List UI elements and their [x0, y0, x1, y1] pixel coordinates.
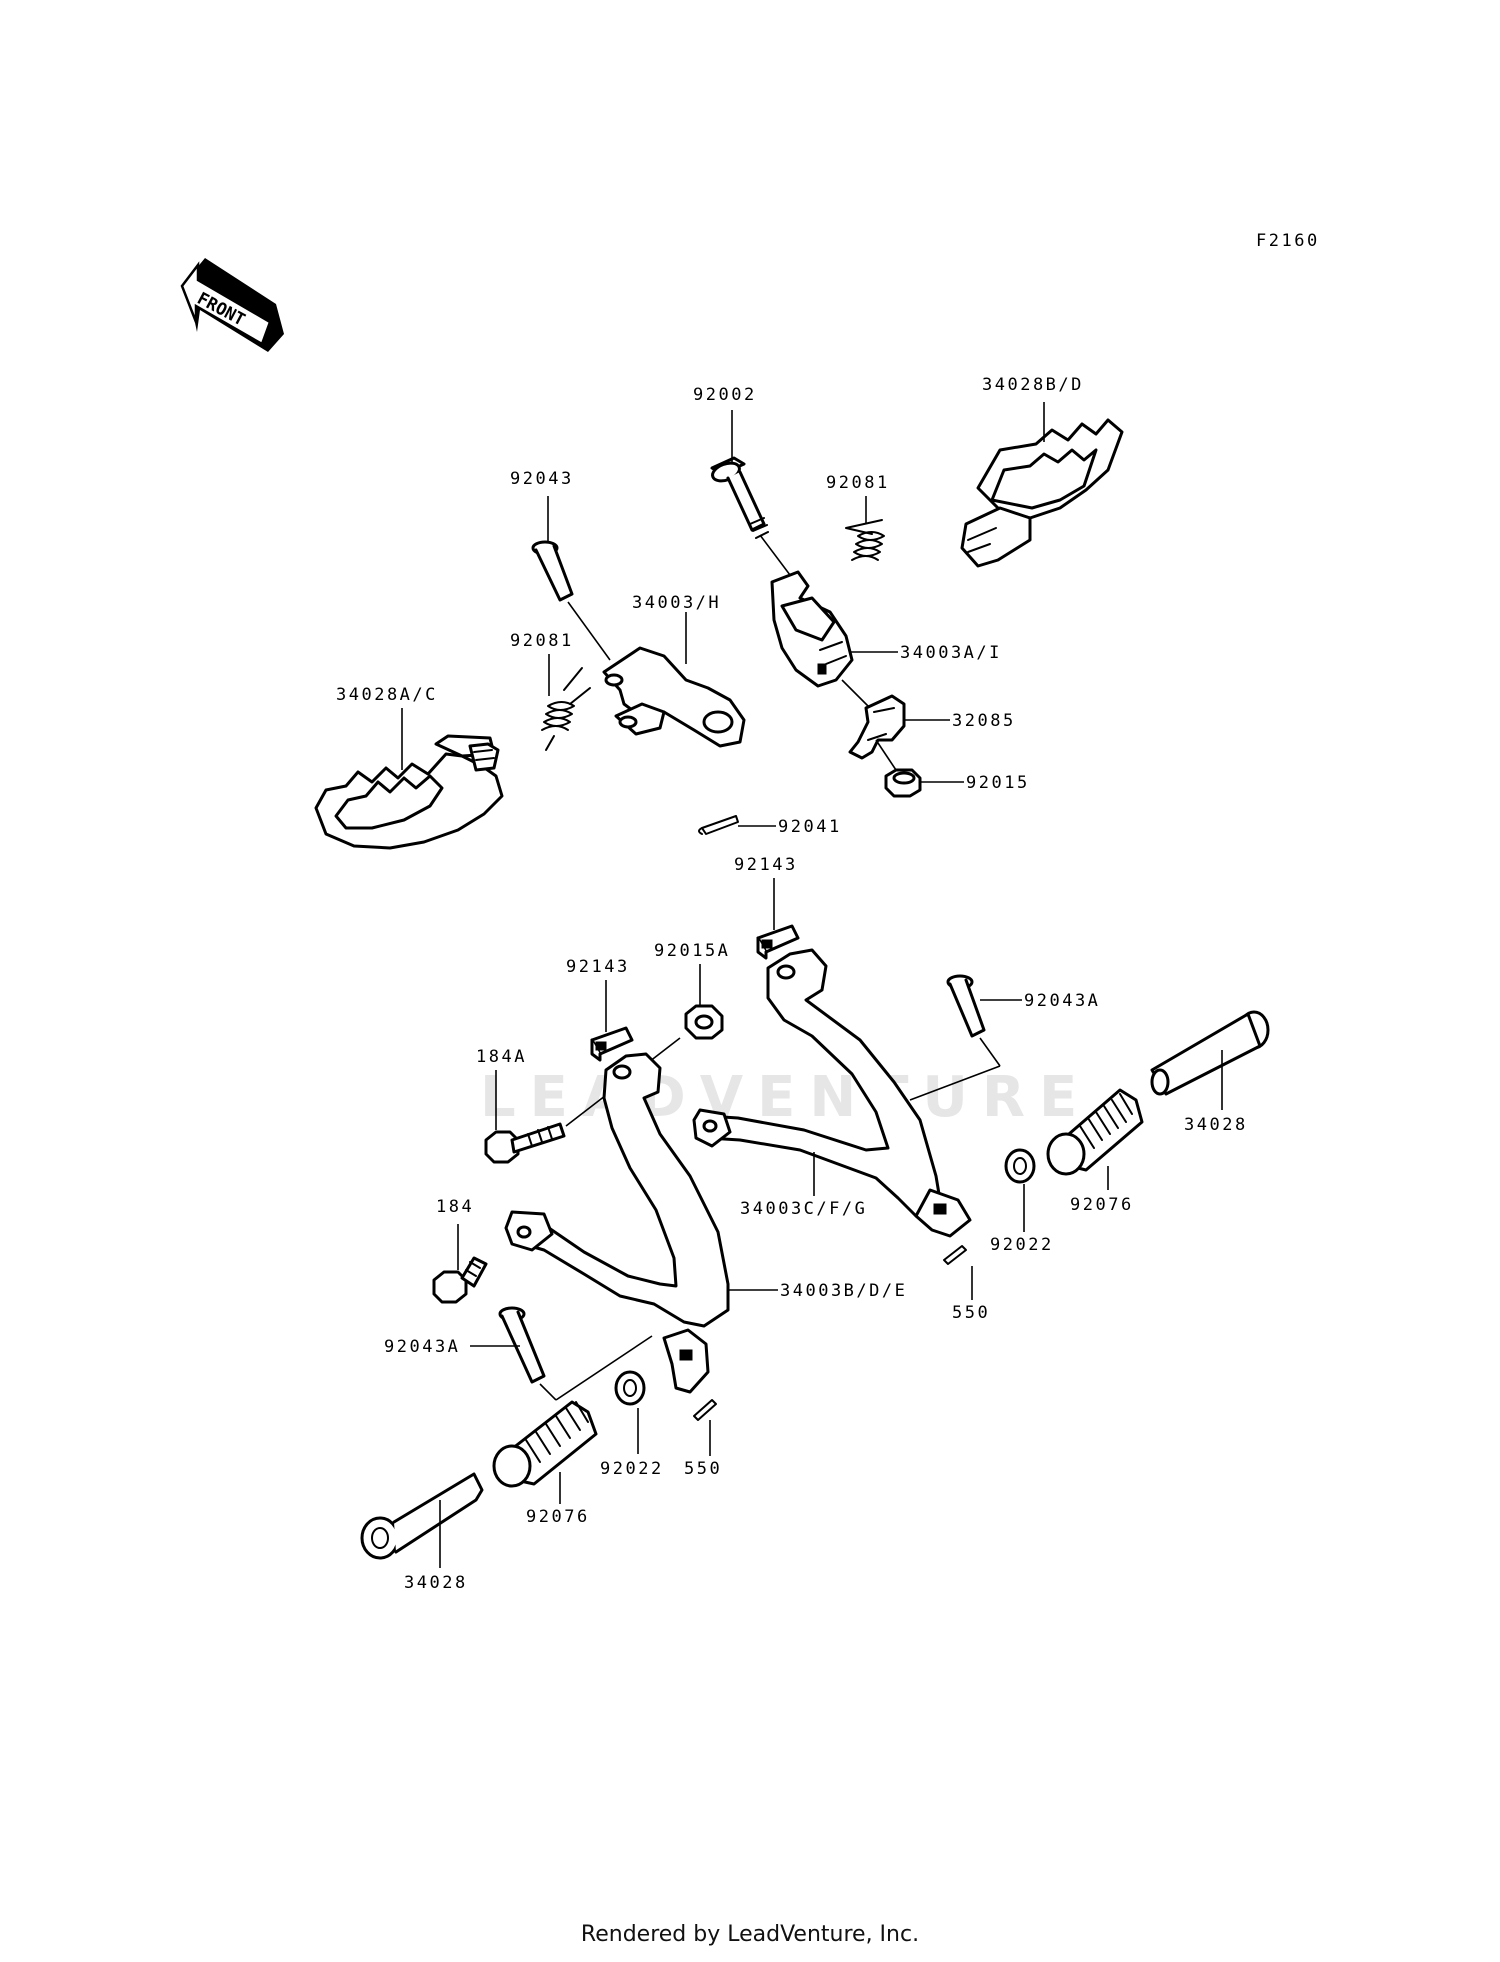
label-92041: 92041 [778, 817, 842, 837]
part-92081-spring-top[interactable] [845, 519, 885, 561]
label-34003BDE: 34003B/D/E [780, 1281, 907, 1301]
part-34003H-bracket[interactable] [602, 646, 746, 748]
part-34003CFG-bracket[interactable] [692, 948, 972, 1238]
part-550-cotter-right[interactable] [943, 1245, 967, 1265]
label-184: 184 [436, 1197, 474, 1217]
part-34003BDE-bracket[interactable] [504, 1052, 730, 1394]
label-184A: 184A [476, 1047, 527, 1067]
part-92076-rubber-left[interactable] [492, 1400, 598, 1488]
label-92143-top: 92143 [734, 855, 798, 875]
label-92002: 92002 [693, 385, 757, 405]
part-550-cotter-left[interactable] [693, 1399, 717, 1421]
label-550-right: 550 [952, 1303, 990, 1323]
label-92022-left: 92022 [600, 1459, 664, 1479]
label-92076-right: 92076 [1070, 1195, 1134, 1215]
label-550-left: 550 [684, 1459, 722, 1479]
part-92081-spring-left[interactable] [541, 667, 591, 751]
label-34003H: 34003/H [632, 593, 721, 613]
part-92022-washer-right[interactable] [1004, 1148, 1036, 1184]
part-32085-bracket[interactable] [848, 694, 906, 760]
label-92043A-right: 92043A [1024, 991, 1100, 1011]
part-34003AI-bracket[interactable] [770, 570, 854, 688]
front-arrow-icon: FRONT [180, 258, 284, 352]
label-92043A-left: 92043A [384, 1337, 460, 1357]
part-92043A-pin-left[interactable] [498, 1306, 546, 1384]
part-34028-pin-left[interactable] [360, 1472, 484, 1560]
footer-credit: Rendered by LeadVenture, Inc. [580, 1922, 920, 1947]
part-92076-rubber-right[interactable] [1046, 1088, 1144, 1176]
label-34028BD: 34028B/D [982, 375, 1084, 395]
label-92022-right: 92022 [990, 1235, 1054, 1255]
part-92043A-pin-right[interactable] [946, 974, 986, 1038]
label-92015A: 92015A [654, 941, 730, 961]
label-92043: 92043 [510, 469, 574, 489]
label-92143-left: 92143 [566, 957, 630, 977]
label-92081-top: 92081 [826, 473, 890, 493]
label-92081-left: 92081 [510, 631, 574, 651]
part-34028AC-footpeg[interactable] [314, 734, 504, 850]
diagram-code: F2160 [1256, 231, 1320, 251]
label-34028AC: 34028A/C [336, 685, 438, 705]
part-34028-pin-right[interactable] [1150, 1010, 1270, 1096]
part-92015-nut[interactable] [884, 768, 922, 798]
part-34028BD-footpeg[interactable] [960, 418, 1124, 568]
part-92143-clip-top[interactable] [756, 924, 800, 960]
part-92015A-nut[interactable] [684, 1004, 724, 1040]
label-32085: 32085 [952, 711, 1016, 731]
watermark-text: LEADVENTURE [480, 1065, 1092, 1130]
label-92076-left: 92076 [526, 1507, 590, 1527]
label-34003CFG: 34003C/F/G [740, 1199, 867, 1219]
part-184A-bolt[interactable] [484, 1122, 566, 1164]
part-92002-pin[interactable] [710, 456, 769, 539]
part-92143-clip-left[interactable] [590, 1026, 634, 1062]
part-92041-cotter-pin[interactable] [698, 815, 739, 835]
label-34028-left: 34028 [404, 1573, 468, 1593]
part-184-bolt[interactable] [432, 1256, 488, 1304]
label-34003AI: 34003A/I [900, 643, 1002, 663]
part-92043-pin[interactable] [531, 540, 574, 602]
part-92022-washer-left[interactable] [614, 1370, 646, 1406]
label-34028-right: 34028 [1184, 1115, 1248, 1135]
label-92015: 92015 [966, 773, 1030, 793]
